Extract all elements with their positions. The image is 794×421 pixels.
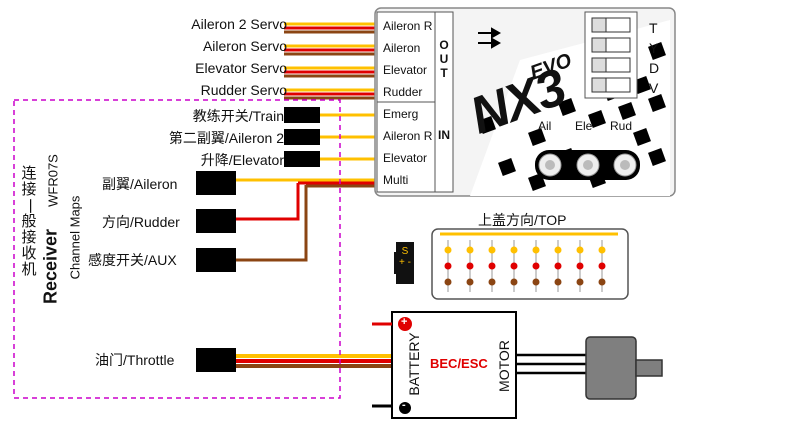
plug-rx-rudder [196,209,236,233]
pin-dot [444,246,452,254]
receiver-title: Receiver [40,228,61,305]
out-pin-aileron-r: Aileron R [383,19,433,33]
pin-dot [510,262,518,270]
pin-dot [444,262,452,270]
pin-dot [554,262,562,270]
plug-rx-aileron [196,171,236,195]
in-pin-emerg: Emerg [383,107,419,121]
out-pin-elevator: Elevator [383,63,428,77]
input-label-train: 教练开关/Train [192,108,284,124]
dip-label-d: D [649,60,660,76]
servo-label-elevator: Elevator Servo [195,60,287,76]
side-connector [394,242,414,284]
pin-dot [488,262,496,270]
servo-wire-aileron-2 [284,22,376,34]
knob-label-ele: Ele [575,119,593,133]
rx-label-aileron: 副翼/Aileron [102,176,178,192]
servo-wire-elevator [284,66,376,78]
rx-label-throttle: 油门/Throttle [95,352,175,368]
top-connector-block [431,228,629,300]
out-label: OUT [439,38,449,80]
rx-label-rudder: 方向/Rudder [102,214,180,230]
pin-dot [532,278,540,286]
arrow-icon [478,27,502,49]
motor-icon [585,336,663,400]
servo-label-aileron: Aileron Servo [202,38,287,54]
pin-dot [488,246,496,254]
plug-rx-throttle [196,348,236,372]
plug-train [284,107,320,123]
minus-icon [399,402,411,414]
receiver-outline [13,99,341,399]
servo-wire-rudder [284,88,376,100]
top-connector-label: 上盖方向/TOP [478,212,567,228]
esc-center-label: BEC/ESC [430,356,488,371]
pin-dot [598,262,606,270]
receiver-subtitle: Channel Maps [67,195,83,280]
pin-dot [466,262,474,270]
receiver-connect-text: 连 接 一 般 接 收 机 [21,165,38,278]
in-pin-aileron-r: Aileron R [383,129,433,143]
dip-label-t: T [649,20,658,36]
pin-dot [510,278,518,286]
esc-module [372,311,588,419]
esc-minus-label: - [402,399,406,411]
input-label-elevator: 升降/Elevator [200,152,284,168]
knob-label-rud: Rud [610,119,633,133]
dip-switch [584,11,638,99]
pin-dot [532,246,540,254]
servo-wire-aileron [284,44,376,56]
input-label-aileron-2: 第二副翼/Aileron 2 [168,130,284,146]
side-connector-label: S + - [399,246,411,268]
out-pin-rudder: Rudder [383,85,423,99]
pin-dot [532,262,540,270]
esc-plus-label: + [401,316,408,328]
servo-label-aileron-2: Aileron 2 Servo [191,16,287,32]
rx-label-aux: 感度开关/AUX [88,252,177,268]
in-pin-elevator: Elevator [383,151,428,165]
in-label: IN [438,128,450,142]
out-pin-aileron: Aileron [383,41,421,55]
pin-dot [576,278,584,286]
plus-icon [398,317,412,331]
dip-label-v: V [649,80,659,96]
pin-dot [510,246,518,254]
pin-dot [444,278,452,286]
pin-dot [466,278,474,286]
pin-dot [554,278,562,286]
controller-board [374,7,676,197]
pin-dot [598,278,606,286]
plug-aileron-2 [284,129,320,145]
pin-dot [576,246,584,254]
pin-dot [576,262,584,270]
pin-dot [598,246,606,254]
esc-motor-label: MOTOR [496,340,512,392]
pin-dot [488,278,496,286]
gain-knobs [535,150,640,180]
esc-battery-label: BATTERY [406,332,422,396]
dip-label-y: Y [649,40,659,56]
receiver-wires [196,171,376,272]
pin-dot [466,246,474,254]
receiver-model: WFR07S [45,154,61,207]
plug-elevator [284,151,320,167]
pin-dot [554,246,562,254]
input-wires [284,107,376,167]
servo-label-rudder: Rudder Servo [200,82,287,98]
throttle-wire [196,348,392,372]
servo-wires [284,22,376,100]
plug-rx-aux [196,248,236,272]
in-pin-multi: Multi [383,173,409,187]
knob-label-ail: Ail [538,119,552,133]
